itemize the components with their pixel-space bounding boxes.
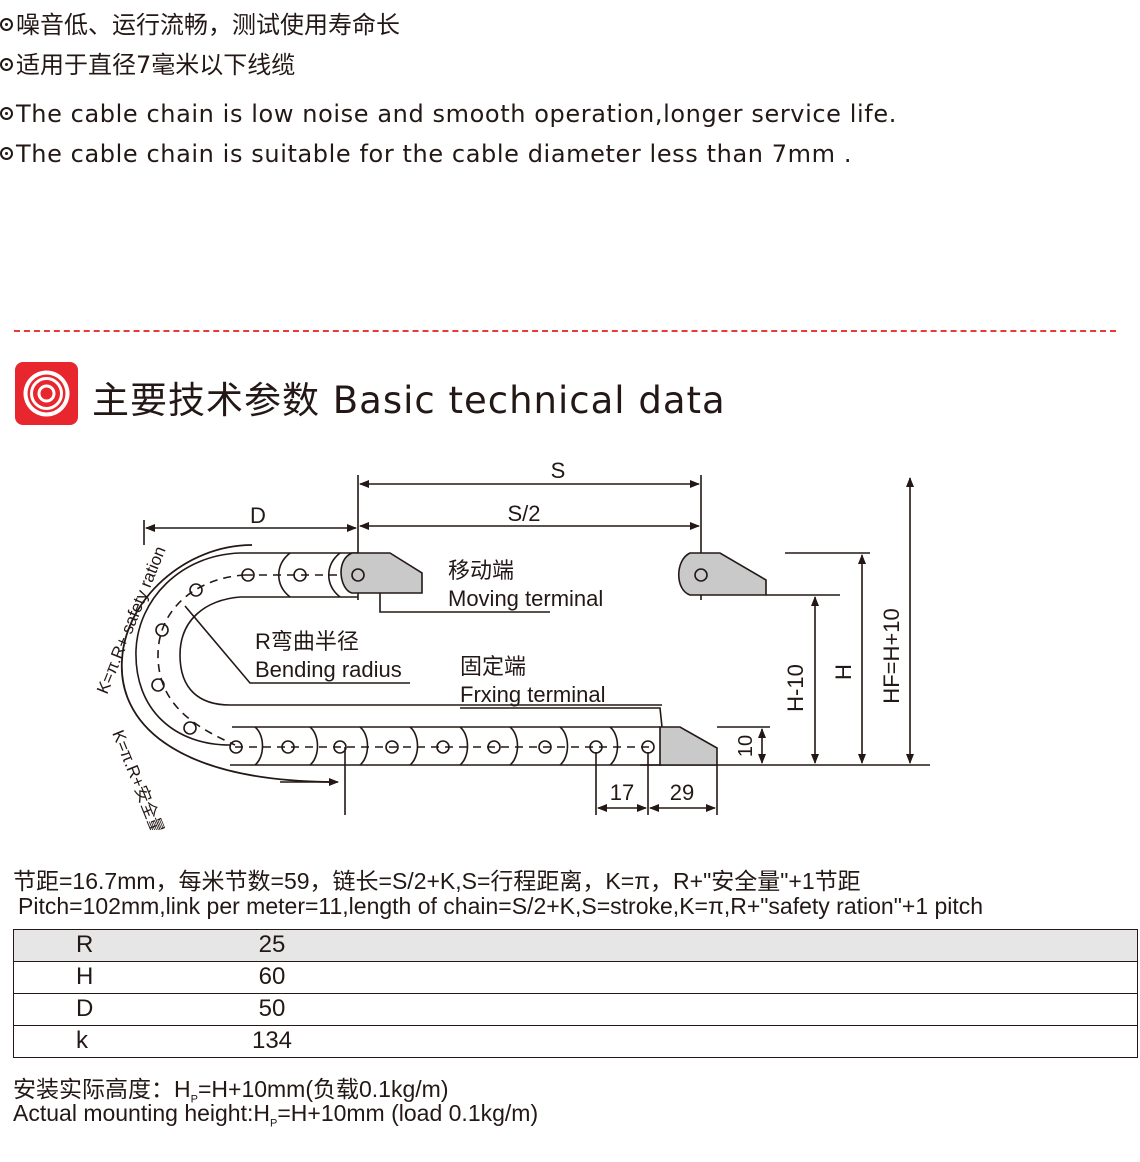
- spec-value: 134: [251, 1027, 293, 1054]
- spec-value: 25: [258, 931, 286, 958]
- note-en: Pitch=102mm,link per meter=11,length of …: [18, 893, 984, 919]
- mounting-cn: 安装实际高度：HP=H+10mm(负载0.1kg/m): [13, 1076, 449, 1106]
- bullet-icon: [0, 146, 13, 160]
- dim-h: H: [831, 664, 856, 680]
- dim-s-half: S/2: [507, 501, 540, 526]
- feature-cn-2: 适用于直径7毫米以下线缆: [0, 45, 295, 80]
- dim-17: 17: [610, 780, 634, 805]
- spec-value: 60: [258, 963, 286, 990]
- dim-d: D: [250, 503, 266, 528]
- spec-label: H: [76, 963, 94, 990]
- bend-radius-en: Bending radius: [255, 657, 402, 682]
- k-formula-cn: K=π.R+安全量: [108, 727, 167, 830]
- spec-value: 50: [258, 995, 286, 1022]
- k-formula-en: K=π.R+ safety ration: [93, 544, 170, 697]
- table-row: R 25: [13, 929, 1138, 962]
- gear-icon: [15, 362, 78, 425]
- bullet-icon: [0, 17, 13, 31]
- fixing-terminal-en: Frxing terminal: [460, 682, 605, 707]
- spec-label: k: [76, 1027, 88, 1054]
- note-cn: 节距=16.7mm，每米节数=59，链长=S/2+K,S=行程距离，K=π，R+…: [13, 868, 861, 894]
- dim-s: S: [551, 458, 566, 483]
- bullet-icon: [0, 106, 13, 120]
- feature-en-2: The cable chain is suitable for the cabl…: [0, 140, 852, 168]
- dim-10: 10: [735, 735, 757, 757]
- spec-label: D: [76, 995, 94, 1022]
- feature-en-1: The cable chain is low noise and smooth …: [0, 100, 897, 128]
- fixing-terminal-cn: 固定端: [460, 654, 526, 679]
- feature-cn-1: 噪音低、运行流畅，测试使用寿命长: [0, 5, 400, 40]
- bullet-icon: [0, 57, 13, 71]
- table-row: H 60: [13, 961, 1138, 994]
- moving-terminal-en: Moving terminal: [448, 586, 603, 611]
- spec-label: R: [76, 931, 94, 958]
- section-title: 主要技术参数 Basic technical data: [92, 379, 726, 422]
- fixing-terminal: [659, 726, 718, 766]
- mounting-en: Actual mounting height:HP=H+10mm (load 0…: [13, 1100, 539, 1130]
- section-divider: [14, 330, 1116, 332]
- dim-29: 29: [670, 780, 694, 805]
- cable-chain-diagram: S S/2 D 移动端 Moving terminal R弯曲半径 Bendin…: [93, 458, 930, 830]
- table-row: k 134: [13, 1025, 1138, 1058]
- moving-terminal-left: [340, 552, 423, 594]
- moving-terminal-cn: 移动端: [448, 558, 514, 583]
- bend-radius-cn: R弯曲半径: [255, 629, 359, 654]
- spec-table: R 25 H 60 D 50 k 134: [13, 929, 1138, 1058]
- dim-h-minus-10: H-10: [783, 664, 808, 712]
- table-row: D 50: [13, 993, 1138, 1026]
- dim-hf: HF=H+10: [879, 608, 904, 703]
- moving-terminal-right: [677, 552, 767, 596]
